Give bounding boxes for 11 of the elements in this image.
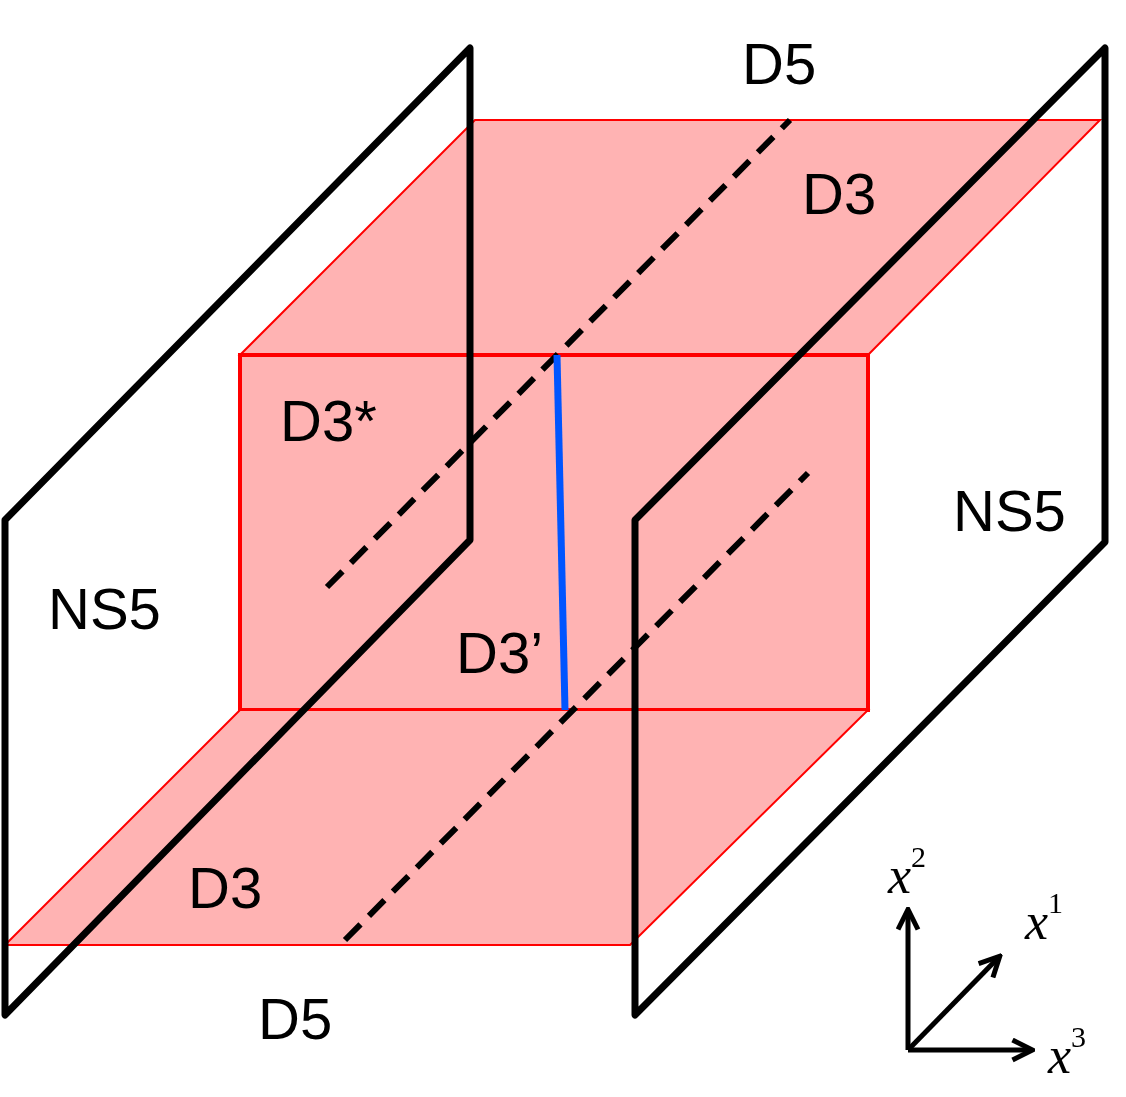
axis-label: x$^{2}$	[888, 842, 927, 902]
axis-label: x$^{3}$	[1048, 1022, 1087, 1082]
brane-label: D3	[188, 859, 263, 917]
axis-label: x$^{1}$	[1025, 888, 1064, 948]
brane-label: NS5	[953, 482, 1066, 540]
brane-label: D5	[742, 35, 817, 93]
brane-label: D3’	[456, 624, 544, 682]
brane-label: NS5	[48, 580, 161, 638]
brane-label: D5	[258, 990, 333, 1048]
brane-label: D3*	[280, 392, 377, 450]
brane-label: D3	[802, 165, 877, 223]
